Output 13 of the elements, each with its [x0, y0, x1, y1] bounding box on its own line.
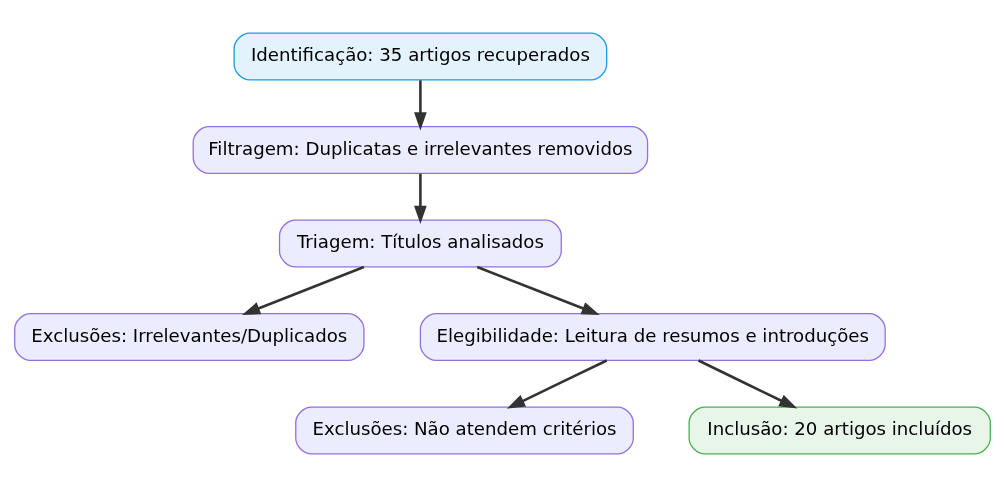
arrow [413, 173, 427, 224]
arrow [476, 265, 600, 315]
node-box: Exclusões: Não atendem critérios [294, 406, 634, 455]
node-box: Exclusões: Irrelevantes/Duplicados [13, 312, 365, 361]
arrow [506, 359, 607, 409]
node-box: Identificação: 35 artigos recuperados [232, 32, 607, 81]
node-box: Inclusão: 20 artigos incluídos [687, 406, 991, 455]
node-box: Filtragem: Duplicatas e irrelevantes removidos [192, 126, 648, 175]
arrow [413, 80, 427, 131]
node-box: Elegibilidade: Leitura de resumos e introduções [419, 312, 886, 361]
node-box: Triagem: Títulos analisados [278, 219, 562, 268]
arrow [241, 265, 364, 315]
arrow [697, 359, 797, 409]
